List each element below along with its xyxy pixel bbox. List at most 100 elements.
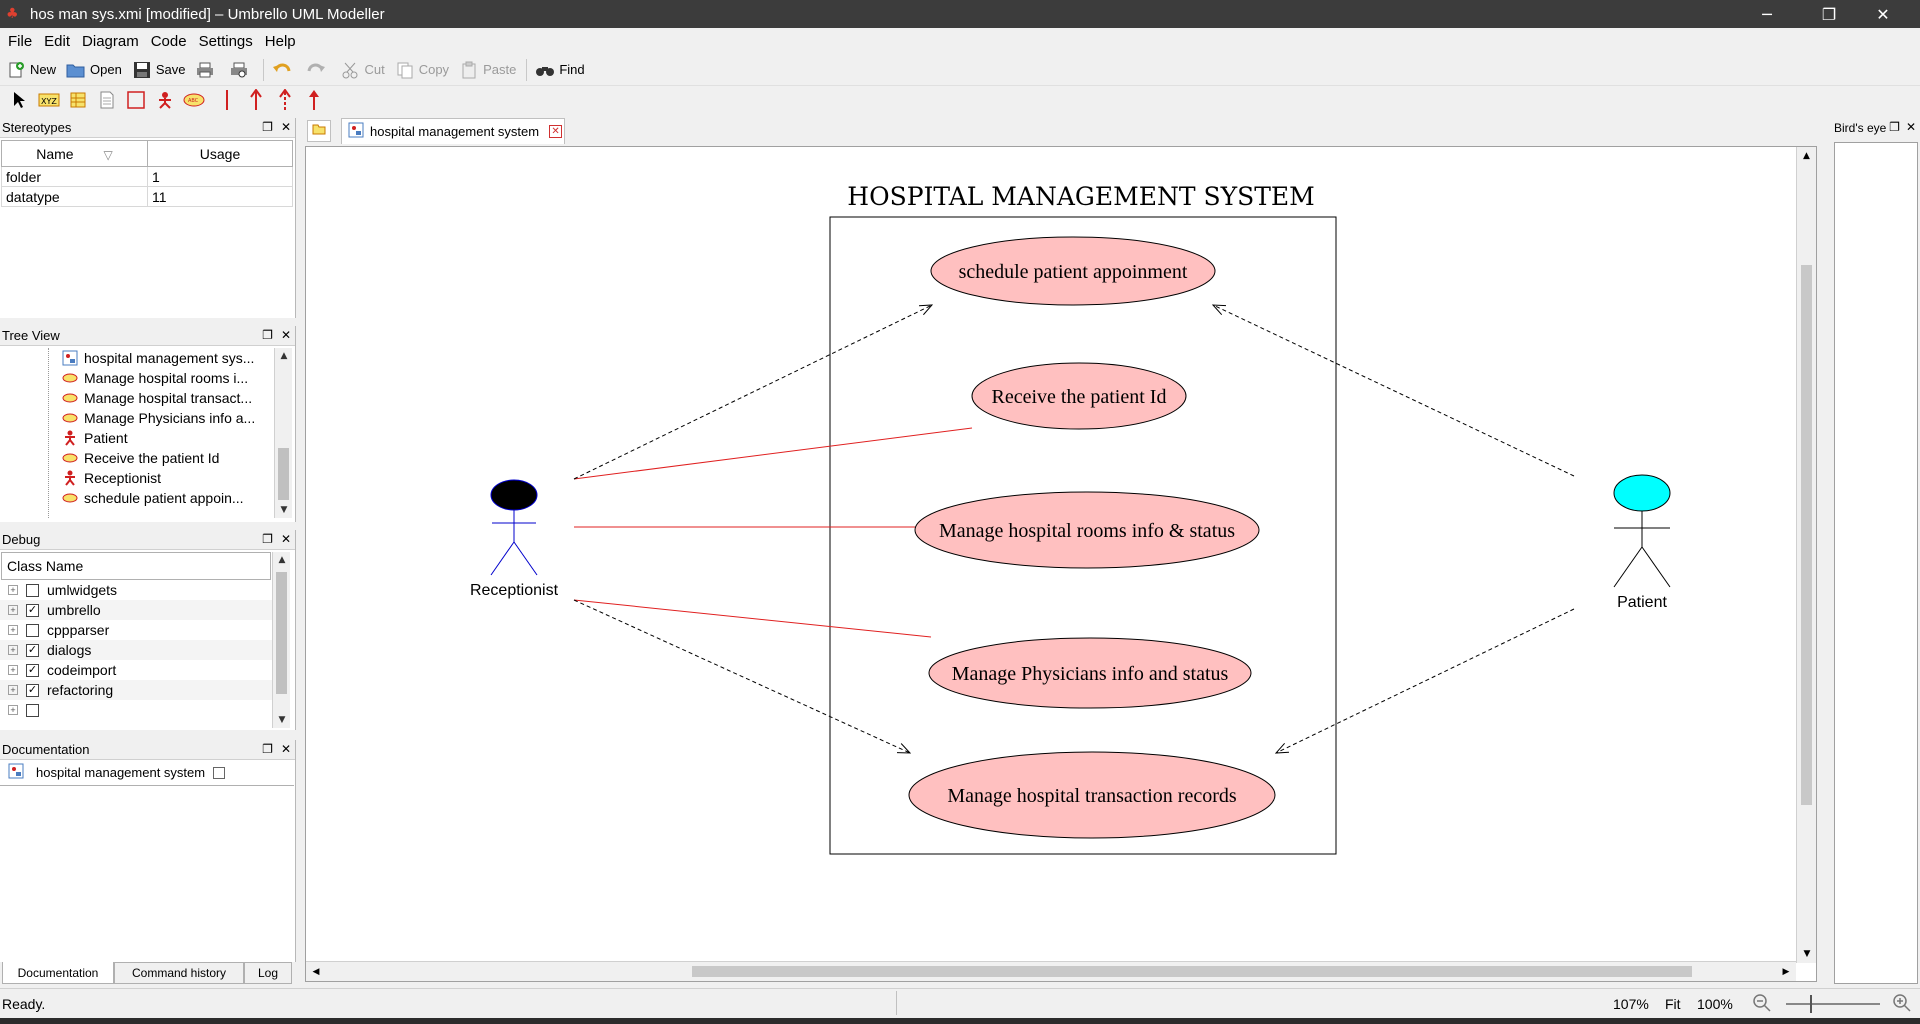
- note-tool[interactable]: [66, 90, 90, 114]
- tree-item-actor[interactable]: Patient: [62, 428, 255, 448]
- debug-column-header[interactable]: Class Name: [1, 552, 271, 580]
- dependency-schedule-patient[interactable]: [1213, 305, 1575, 477]
- table-row[interactable]: datatype 11: [1, 186, 293, 207]
- menu-settings[interactable]: Settings: [198, 32, 253, 50]
- maximize-button[interactable]: ❐: [1821, 4, 1837, 24]
- float-icon[interactable]: ❐: [262, 328, 273, 342]
- association-tool[interactable]: [215, 90, 239, 114]
- redo-button[interactable]: [306, 60, 330, 80]
- reset-zoom-button[interactable]: 100%: [1697, 996, 1733, 1012]
- debug-checkbox[interactable]: ✓: [26, 603, 39, 617]
- debug-row[interactable]: +✓refactoring: [0, 680, 272, 700]
- close-icon[interactable]: ✕: [1905, 120, 1916, 134]
- debug-checkbox[interactable]: [26, 703, 39, 717]
- tree-item-diagram[interactable]: hospital management sys...: [62, 348, 255, 368]
- print-preview-button[interactable]: [229, 60, 253, 80]
- close-tab-icon[interactable]: ✕: [549, 125, 563, 138]
- zoom-out-icon[interactable]: [1752, 993, 1772, 1016]
- usecase-schedule[interactable]: schedule patient appoinment: [930, 236, 1216, 306]
- scroll-up-icon[interactable]: ▲: [1803, 151, 1810, 161]
- menu-code[interactable]: Code: [150, 32, 187, 50]
- save-button[interactable]: Save: [132, 60, 185, 80]
- float-icon[interactable]: ❐: [1889, 120, 1900, 134]
- table-row[interactable]: folder 1: [1, 166, 293, 187]
- debug-checkbox[interactable]: ✓: [26, 643, 39, 657]
- usecase-receive[interactable]: Receive the patient Id: [971, 362, 1187, 430]
- box-tool[interactable]: [124, 90, 148, 114]
- copy-button[interactable]: Copy: [395, 60, 449, 80]
- actor-receptionist[interactable]: Receptionist: [470, 479, 559, 599]
- debug-checkbox[interactable]: ✓: [26, 683, 39, 697]
- menu-file[interactable]: File: [8, 32, 33, 50]
- float-icon[interactable]: ❐: [262, 742, 273, 756]
- documentation-checkbox[interactable]: [213, 766, 226, 779]
- canvas-horizontal-scrollbar[interactable]: ◀ ▶: [306, 961, 1796, 981]
- system-title[interactable]: HOSPITAL MANAGEMENT SYSTEM: [847, 182, 1314, 211]
- expand-icon[interactable]: +: [8, 665, 18, 675]
- scrollbar-thumb[interactable]: [276, 572, 287, 694]
- debug-checkbox[interactable]: [26, 623, 39, 637]
- cut-button[interactable]: Cut: [340, 60, 385, 80]
- documentation-textarea[interactable]: [0, 787, 294, 955]
- usecase-tool[interactable]: ABC: [182, 90, 206, 114]
- menu-diagram[interactable]: Diagram: [82, 32, 139, 50]
- anchor-note-tool[interactable]: [95, 90, 119, 114]
- birds-eye-view[interactable]: [1834, 142, 1918, 984]
- debug-checkbox[interactable]: ✓: [26, 663, 39, 677]
- paste-button[interactable]: Paste: [459, 60, 516, 80]
- scrollbar-thumb[interactable]: [1801, 265, 1812, 805]
- generalization-tool[interactable]: [302, 90, 326, 114]
- usecase-transactions[interactable]: Manage hospital transaction records: [908, 751, 1276, 839]
- dependency-schedule-receptionist[interactable]: [573, 305, 932, 480]
- tab-hospital-management-system[interactable]: hospital management system ✕: [341, 118, 565, 144]
- tree-item-actor[interactable]: Receptionist: [62, 468, 255, 488]
- minimize-button[interactable]: ─: [1762, 4, 1772, 24]
- debug-row[interactable]: +: [0, 700, 272, 720]
- menu-help[interactable]: Help: [264, 32, 296, 50]
- usecase-rooms[interactable]: Manage hospital rooms info & status: [914, 491, 1260, 569]
- open-button[interactable]: Open: [66, 60, 122, 80]
- tree-item-usecase[interactable]: Manage hospital rooms i...: [62, 368, 255, 388]
- debug-checkbox[interactable]: [26, 583, 39, 597]
- expand-icon[interactable]: +: [8, 625, 18, 635]
- debug-row[interactable]: +✓umbrello: [0, 600, 272, 620]
- tab-log[interactable]: Log: [244, 962, 292, 984]
- close-icon[interactable]: ✕: [280, 532, 291, 546]
- scrollbar-thumb[interactable]: [278, 448, 289, 500]
- find-button[interactable]: Find: [535, 60, 585, 80]
- close-icon[interactable]: ✕: [280, 328, 291, 342]
- dependency-transactions-receptionist[interactable]: [573, 599, 910, 753]
- menu-edit[interactable]: Edit: [44, 32, 71, 50]
- actor-tool[interactable]: [153, 90, 177, 114]
- text-line-tool[interactable]: XYZ: [37, 90, 61, 114]
- fit-button[interactable]: Fit: [1665, 996, 1681, 1012]
- scroll-left-icon[interactable]: ◀: [312, 967, 320, 977]
- expand-icon[interactable]: +: [8, 705, 18, 715]
- scroll-up-icon[interactable]: ▲: [280, 351, 288, 361]
- tree-view-scrollbar[interactable]: ▲ ▼: [274, 348, 292, 518]
- debug-row[interactable]: +umlwidgets: [0, 580, 272, 600]
- dependency-transactions-patient[interactable]: [1276, 608, 1575, 753]
- scroll-down-icon[interactable]: ▼: [1803, 949, 1811, 959]
- scroll-up-icon[interactable]: ▲: [278, 555, 286, 565]
- association-receive[interactable]: [573, 427, 973, 480]
- debug-row[interactable]: +✓dialogs: [0, 640, 272, 660]
- scroll-right-icon[interactable]: ▶: [1782, 967, 1790, 977]
- close-window-button[interactable]: ✕: [1876, 4, 1890, 24]
- usecase-physicians[interactable]: Manage Physicians info and status: [928, 637, 1252, 709]
- tree-item-usecase[interactable]: Manage Physicians info a...: [62, 408, 255, 428]
- close-icon[interactable]: ✕: [280, 120, 291, 134]
- expand-icon[interactable]: +: [8, 605, 18, 615]
- expand-icon[interactable]: +: [8, 685, 18, 695]
- zoom-slider[interactable]: [1786, 995, 1880, 1013]
- tree-item-usecase[interactable]: Receive the patient Id: [62, 448, 255, 468]
- undo-button[interactable]: [272, 60, 296, 80]
- scrollbar-thumb[interactable]: [692, 966, 1692, 977]
- print-button[interactable]: [195, 60, 219, 80]
- tab-command-history[interactable]: Command history: [114, 962, 244, 984]
- system-boundary[interactable]: [829, 216, 1337, 855]
- zoom-in-icon[interactable]: [1892, 993, 1912, 1016]
- canvas-vertical-scrollbar[interactable]: ▲ ▼: [1796, 147, 1816, 963]
- float-icon[interactable]: ❐: [262, 120, 273, 134]
- zoom-slider-handle[interactable]: [1810, 995, 1812, 1013]
